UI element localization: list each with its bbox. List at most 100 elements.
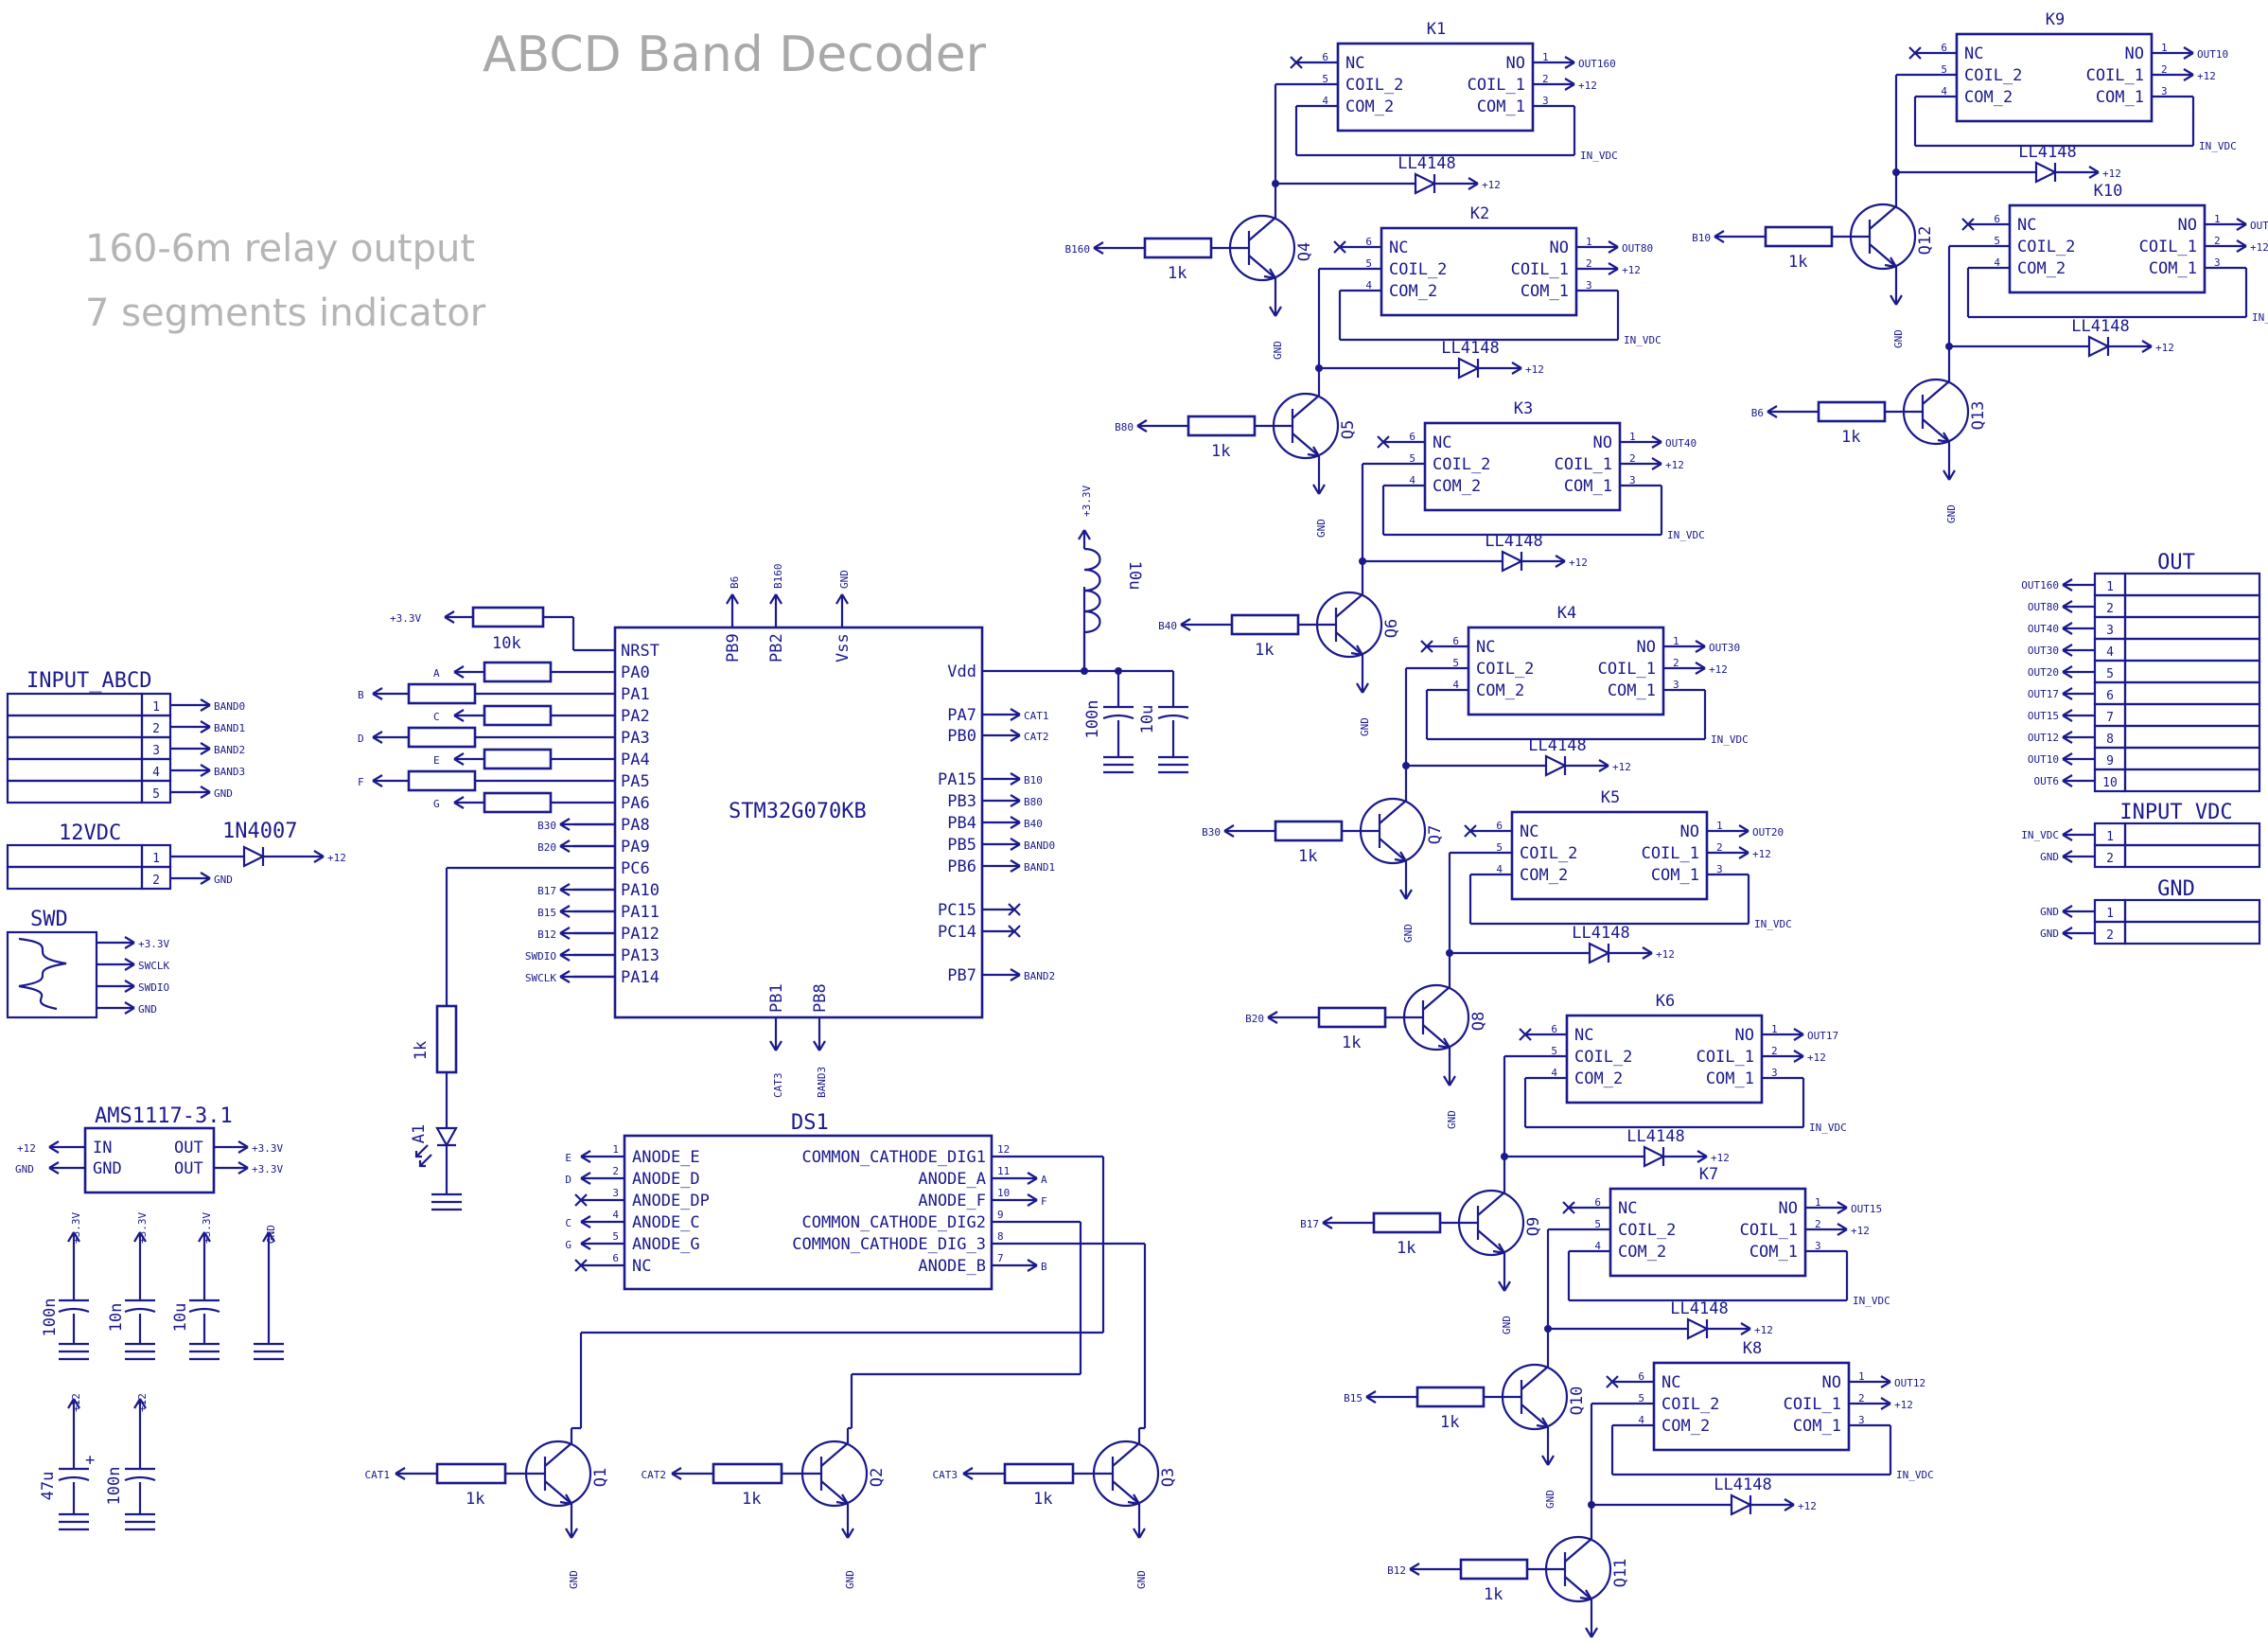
net-arrow — [1564, 78, 1575, 91]
mcu-pin-label: PB3 — [947, 792, 976, 811]
relay-driver-transistor — [1335, 593, 1363, 618]
subtitle-indicator: 7 segments indicator — [85, 292, 486, 335]
no-connect-mark — [1606, 1375, 1619, 1388]
relay-driver-transistor — [1292, 395, 1320, 419]
mcu-net: CAT2 — [1024, 731, 1049, 743]
flyback-diode — [1588, 942, 1611, 964]
regulator-net-in: +12 — [17, 1142, 36, 1155]
led-light-arrows — [414, 1144, 432, 1168]
relay-pin-number: 6 — [1365, 236, 1372, 248]
relay-driver-resistor-value: 1k — [1211, 442, 1230, 461]
net-arrow — [124, 936, 135, 949]
relay-pin-number: 1 — [1858, 1370, 1865, 1383]
relay-pin-number: 4 — [1496, 863, 1503, 875]
regulator-pin-out: OUT — [174, 1159, 203, 1178]
relay-pin-number: 5 — [1409, 452, 1415, 465]
vdc12-plus12: +12 — [327, 852, 346, 864]
out-pin-number: 7 — [2106, 711, 2114, 725]
input-abcd-pin-number: 4 — [152, 766, 160, 780]
net-arrow — [124, 980, 135, 993]
digit-driver-transistor — [820, 1442, 849, 1467]
relay-driver-transistor — [1248, 255, 1276, 279]
vdd-capacitor — [1157, 714, 1189, 720]
relay-pin-number: 3 — [1586, 279, 1592, 292]
net-arrow — [237, 1161, 249, 1175]
mcu-pin-label: PA0 — [621, 663, 650, 682]
out-connector-title: OUT — [2157, 551, 2195, 574]
relay-out-net: OUT12 — [1894, 1377, 1925, 1389]
net-arrow — [1010, 729, 1021, 742]
relay-pin-number: 5 — [1638, 1392, 1644, 1404]
digit-driver-gnd: GND — [844, 1570, 856, 1589]
relay-driver-transistor — [1521, 1404, 1549, 1428]
cap-value: 47u — [39, 1472, 58, 1501]
led-ref: A1 — [410, 1124, 429, 1143]
net-arrow — [2062, 850, 2073, 863]
digit-driver-transistor — [544, 1480, 572, 1505]
relay-driver-net: B160 — [1065, 243, 1091, 256]
out-net: OUT12 — [2028, 732, 2059, 744]
relay-driver-ref: Q11 — [1611, 1559, 1630, 1588]
relay-pin-number: 5 — [1496, 841, 1503, 854]
net-arrow — [1010, 772, 1021, 786]
mcu-pin-label: PA4 — [621, 751, 650, 769]
relay-pin-number: 4 — [1409, 474, 1415, 486]
mcu-net: CAT3 — [772, 1073, 784, 1099]
out-net: OUT30 — [2028, 645, 2059, 657]
net-arrow — [1564, 56, 1575, 69]
net-arrow — [1027, 1172, 1038, 1185]
input-abcd-pin-number: 2 — [152, 722, 160, 736]
mcu-box — [613, 626, 984, 1019]
input-abcd-net: GND — [214, 787, 233, 800]
display-pin-number: 1 — [612, 1143, 619, 1156]
relay-pin-number: 4 — [1638, 1414, 1644, 1426]
net-arrow — [559, 948, 571, 962]
relay-pin-number: 3 — [1815, 1240, 1821, 1252]
relay-pin-label: COM_2 — [1520, 866, 1568, 885]
relay-pin-label: NO — [1550, 238, 1569, 257]
no-connect-mark — [1008, 903, 1021, 916]
flyback-supply: +12 — [1482, 179, 1501, 191]
relay-pin-label: NO — [1637, 638, 1656, 657]
net-arrow — [1714, 230, 1725, 243]
input-vdc-row — [2123, 843, 2261, 869]
relay-driver-ref: Q6 — [1382, 619, 1401, 638]
relay-driver-transistor — [1437, 1037, 1450, 1050]
relay-pin-label: COM_2 — [1618, 1243, 1666, 1262]
out-connector-row — [2123, 593, 2261, 619]
relay-in-vdc: IN_VDC — [1754, 918, 1792, 930]
segment-resistor — [407, 726, 477, 749]
relay-pin-label: COM_1 — [2096, 88, 2144, 107]
net-arrow — [962, 1467, 974, 1480]
relay-ref: K1 — [1427, 20, 1446, 39]
net-arrow — [1010, 708, 1021, 721]
no-connect-mark — [1908, 46, 1922, 60]
flyback-diode — [1730, 1493, 1753, 1516]
input-abcd-net: BAND1 — [214, 722, 245, 734]
swd-net: +3.3V — [138, 938, 169, 950]
net-arrow — [841, 1528, 854, 1539]
net-arrow — [2062, 687, 2073, 700]
relay-in-vdc: IN_VDC — [1580, 150, 1618, 162]
input-abcd-pin-number: 5 — [152, 787, 160, 802]
out-net: OUT10 — [2028, 753, 2059, 766]
mcu-pin-label: PB8 — [811, 983, 830, 1013]
display-pin-number: 12 — [997, 1143, 1010, 1156]
mcu-net: SWDIO — [525, 950, 556, 963]
relay-driver-transistor — [1492, 1243, 1505, 1255]
net-arrow — [124, 958, 135, 971]
gnd-pin-number: 1 — [2106, 907, 2114, 921]
input-vdc-title: INPUT_VDC — [2119, 801, 2232, 824]
relay-in-vdc: IN_VDC — [1853, 1295, 1890, 1307]
relay-pin-number: 2 — [1771, 1045, 1778, 1057]
relay-pin-number: 5 — [1994, 235, 2000, 247]
relay-pin-number: 6 — [1994, 213, 2000, 225]
relay-out-net: OUT30 — [1709, 642, 1740, 654]
net-arrow — [1269, 306, 1282, 317]
mcu-pin-label: PA1 — [621, 685, 650, 704]
relay-pin-number: 6 — [1638, 1370, 1644, 1383]
net-arrow — [372, 731, 383, 744]
regulator-pin-in: IN — [93, 1139, 112, 1157]
relay-K3 — [1423, 421, 1622, 512]
relay-ref: K2 — [1470, 204, 1489, 223]
